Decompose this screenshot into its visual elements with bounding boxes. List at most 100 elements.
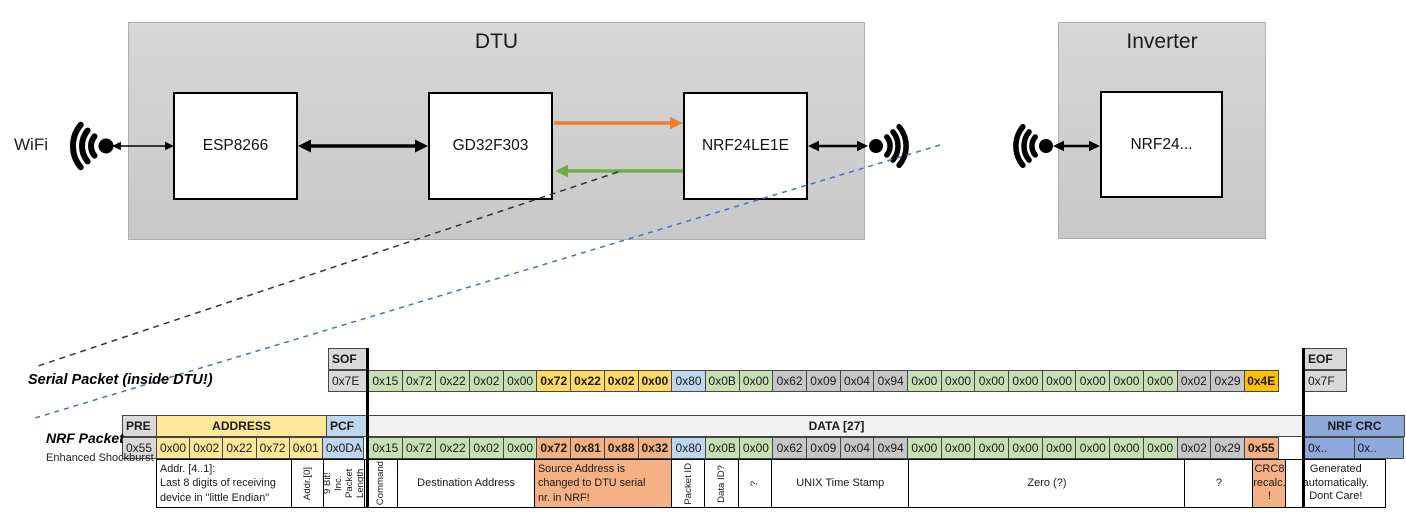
data-header-cell: DATA [27] (368, 415, 1305, 437)
annotation-crc8: CRC8 recalc. ! (1252, 459, 1287, 508)
byte-cell: 0x00 (1041, 370, 1077, 392)
byte-cell: 0x00 (637, 370, 673, 392)
byte-cell: 0x72 (536, 437, 572, 459)
annotation-row: Addr. [4..1]: Last 8 digits of receiving… (156, 459, 1387, 508)
byte-cell: 0x81 (570, 437, 605, 459)
serial-eof-value-row: 0x7F (1304, 370, 1347, 392)
address-value-cell: 0x22 (222, 437, 257, 459)
serial-packet-label: Serial Packet (inside DTU!) (28, 372, 213, 388)
nrf-packet-label: NRF Packet (46, 430, 124, 446)
byte-cell: 0x22 (435, 437, 471, 459)
byte-cell: 0x00 (1142, 370, 1178, 392)
annotation-addr-0: Addr.[0] (290, 459, 325, 508)
byte-cell: 0x94 (873, 370, 908, 392)
annotation-data-id-text: Data ID? (716, 464, 728, 503)
serial-eof-header-row: EOF (1304, 348, 1347, 370)
byte-cell: 0x00 (1142, 437, 1178, 459)
byte-cell: 0x32 (637, 437, 673, 459)
component-box-esp8266: ESP8266 (173, 92, 298, 200)
byte-cell: 0x00 (502, 437, 538, 459)
byte-cell: 0x00 (738, 370, 774, 392)
byte-cell: 0x72 (536, 370, 572, 392)
byte-cell: 0x00 (1008, 437, 1043, 459)
byte-cell: 0x15 (368, 370, 403, 392)
byte-cell: 0x00 (1109, 370, 1144, 392)
sof-value-cell: 0x7E (328, 370, 368, 392)
byte-cell: 0x00 (974, 437, 1010, 459)
byte-cell: 0x02 (469, 437, 504, 459)
annotation-addr-0-text: Addr.[0] (301, 466, 313, 501)
annotation-pcf-9bit-text: 9 Bit! Inc. Packet Length (323, 468, 365, 499)
dtu-title: DTU (474, 30, 519, 53)
nrf-crc-header-cell: NRF CRC (1304, 415, 1405, 437)
sof-header-cell: SOF (328, 348, 368, 370)
pre-header-cell: PRE (122, 415, 157, 437)
component-box-nrf24: NRF24... (1100, 91, 1223, 198)
byte-cell: 0x02 (1176, 437, 1212, 459)
byte-cell: 0x00 (1109, 437, 1144, 459)
annotation-pcf-9bit: 9 Bit! Inc. Packet Length (323, 459, 365, 508)
nrf-crc-value-cell: 0x.. (1353, 437, 1404, 459)
byte-cell: 0x22 (570, 370, 605, 392)
payload-separator-line-left (366, 348, 369, 508)
pcf-value-cell: 0x0DA (321, 437, 364, 459)
address-header-cell: ADDRESS (156, 415, 327, 437)
byte-cell: 0x80 (671, 437, 706, 459)
byte-cell: 0x02 (603, 370, 639, 392)
byte-cell: 0x00 (907, 370, 942, 392)
byte-cell: 0x15 (368, 437, 403, 459)
byte-cell: 0x02 (469, 370, 504, 392)
pcf-header-cell: PCF (326, 415, 368, 437)
nrf-header-row: PRE ADDRESS PCF (122, 415, 368, 437)
annotation-data-id: Data ID? (704, 459, 740, 508)
byte-cell: 0x00 (1075, 437, 1111, 459)
annotation-unix-time-stamp: UNIX Time Stamp (770, 459, 910, 508)
annotation-unknown-bytes: ? (1184, 459, 1254, 508)
byte-cell: 0x00 (1041, 437, 1077, 459)
annotation-zero: Zero (?) (908, 459, 1186, 508)
component-box-nrf24le1e: NRF24LE1E (683, 92, 808, 200)
nrf-crc-value-row: 0x..0x.. (1304, 437, 1404, 459)
byte-cell: 0x0B (704, 437, 740, 459)
byte-cell: 0x62 (772, 370, 807, 392)
nrf-crc-value-cell: 0x.. (1304, 437, 1355, 459)
byte-cell: 0x72 (401, 370, 437, 392)
byte-cell: 0x00 (907, 437, 942, 459)
address-value-cell: 0x00 (156, 437, 191, 459)
serial-sof-value-row: 0x7E (328, 370, 368, 392)
byte-cell: 0x62 (772, 437, 807, 459)
annotation-command-text: Command (375, 461, 387, 506)
byte-cell: 0x00 (940, 370, 976, 392)
byte-cell: 0x22 (435, 370, 471, 392)
byte-cell: 0x04 (839, 437, 875, 459)
byte-cell: 0x29 (1210, 370, 1245, 392)
dtu-radio-icon (869, 123, 909, 169)
byte-cell: 0x72 (401, 437, 437, 459)
serial-sof-header-row: SOF (328, 348, 368, 370)
byte-cell: 0x00 (940, 437, 976, 459)
annotation-packet-id: Packet ID (671, 459, 706, 508)
byte-cell: 0x09 (805, 370, 841, 392)
byte-cell: 0x04 (839, 370, 875, 392)
byte-cell: 0x29 (1210, 437, 1245, 459)
annotation-nrf-crc-note: Generated automatically. Dont Care! (1285, 459, 1387, 508)
nrf-data-header-row: DATA [27] (368, 415, 1305, 437)
eof-header-cell: EOF (1304, 348, 1347, 370)
annotation-command: Command (363, 459, 399, 508)
address-value-cell: 0x72 (255, 437, 290, 459)
byte-cell: 0x00 (974, 370, 1010, 392)
wifi-icon (69, 121, 114, 171)
byte-cell: 0x94 (873, 437, 908, 459)
byte-cell: 0x09 (805, 437, 841, 459)
inverter-title: Inverter (1126, 30, 1198, 53)
byte-cell: 0x00 (1008, 370, 1043, 392)
payload-separator-line-right (1302, 348, 1305, 508)
byte-cell: 0x00 (1075, 370, 1111, 392)
byte-cell: 0x00 (502, 370, 538, 392)
enhanced-shockburst-label: Enhanced Shockburst (46, 452, 154, 464)
byte-cell: 0x55 (1243, 437, 1279, 459)
address-value-cell: 0x02 (189, 437, 224, 459)
annotation-source-address-note: Source Address is changed to DTU serial … (533, 459, 673, 508)
